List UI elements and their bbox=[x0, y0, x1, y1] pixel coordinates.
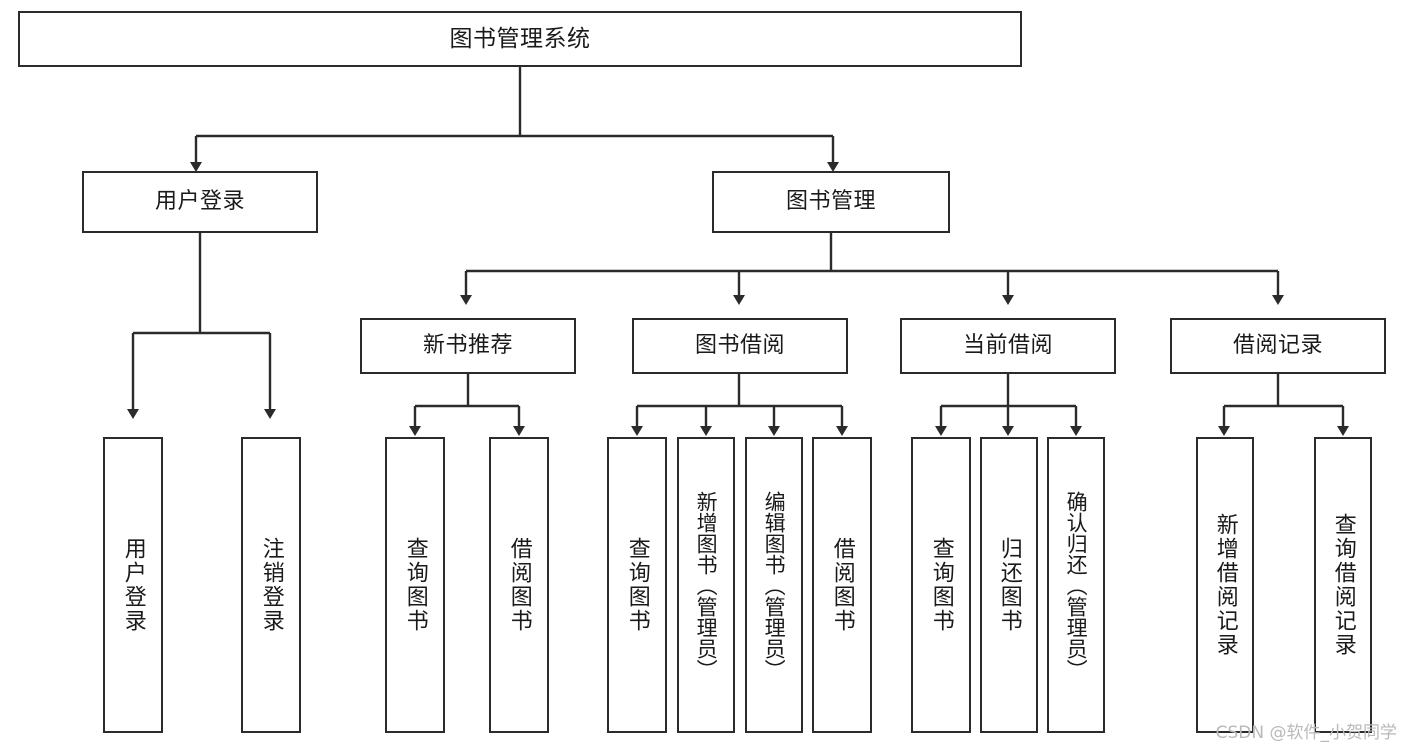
node-leaf-confirm-return[interactable]: 确认归还（管理员） bbox=[1047, 437, 1105, 733]
node-new-book-recommend-label: 新书推荐 bbox=[422, 333, 513, 359]
node-leaf-borrow-book-1-label: 借阅图书 bbox=[506, 537, 532, 633]
node-leaf-query-book-3[interactable]: 查询图书 bbox=[911, 437, 971, 733]
node-borrow-record[interactable]: 借阅记录 bbox=[1170, 318, 1386, 374]
node-user-login[interactable]: 用户登录 bbox=[82, 171, 318, 233]
node-current-borrow-label: 当前借阅 bbox=[962, 333, 1053, 359]
node-root-system[interactable]: 图书管理系统 bbox=[18, 11, 1022, 67]
node-leaf-return-book-label: 归还图书 bbox=[996, 537, 1022, 633]
node-current-borrow[interactable]: 当前借阅 bbox=[900, 318, 1116, 374]
node-leaf-logout-login[interactable]: 注销登录 bbox=[241, 437, 301, 733]
node-book-borrow[interactable]: 图书借阅 bbox=[632, 318, 848, 374]
node-leaf-query-book-2-label: 查询图书 bbox=[624, 537, 650, 633]
node-leaf-add-book-label: 新增图书（管理员） bbox=[694, 490, 719, 680]
node-leaf-logout-login-label: 注销登录 bbox=[258, 537, 284, 633]
node-book-management-label: 图书管理 bbox=[785, 189, 876, 215]
node-leaf-borrow-book-1[interactable]: 借阅图书 bbox=[489, 437, 549, 733]
node-leaf-borrow-book-2[interactable]: 借阅图书 bbox=[812, 437, 872, 733]
node-leaf-edit-book-label: 编辑图书（管理员） bbox=[762, 490, 787, 680]
node-leaf-query-record-label: 查询借阅记录 bbox=[1330, 513, 1356, 657]
node-book-borrow-label: 图书借阅 bbox=[694, 333, 785, 359]
node-leaf-user-login-label: 用户登录 bbox=[120, 537, 146, 633]
node-root-system-label: 图书管理系统 bbox=[449, 25, 591, 52]
node-borrow-record-label: 借阅记录 bbox=[1232, 333, 1323, 359]
node-leaf-query-book-1[interactable]: 查询图书 bbox=[385, 437, 445, 733]
node-leaf-return-book[interactable]: 归还图书 bbox=[980, 437, 1038, 733]
node-leaf-query-book-1-label: 查询图书 bbox=[402, 537, 428, 633]
node-user-login-label: 用户登录 bbox=[154, 189, 245, 215]
node-leaf-borrow-book-2-label: 借阅图书 bbox=[829, 537, 855, 633]
node-leaf-add-record[interactable]: 新增借阅记录 bbox=[1196, 437, 1254, 733]
node-leaf-user-login[interactable]: 用户登录 bbox=[103, 437, 163, 733]
node-book-management[interactable]: 图书管理 bbox=[712, 171, 950, 233]
node-leaf-query-book-3-label: 查询图书 bbox=[928, 537, 954, 633]
node-leaf-edit-book[interactable]: 编辑图书（管理员） bbox=[745, 437, 803, 733]
node-leaf-add-record-label: 新增借阅记录 bbox=[1212, 513, 1238, 657]
node-leaf-query-book-2[interactable]: 查询图书 bbox=[607, 437, 667, 733]
node-leaf-confirm-return-label: 确认归还（管理员） bbox=[1064, 490, 1089, 680]
node-leaf-query-record[interactable]: 查询借阅记录 bbox=[1314, 437, 1372, 733]
node-new-book-recommend[interactable]: 新书推荐 bbox=[360, 318, 576, 374]
node-leaf-add-book[interactable]: 新增图书（管理员） bbox=[677, 437, 735, 733]
